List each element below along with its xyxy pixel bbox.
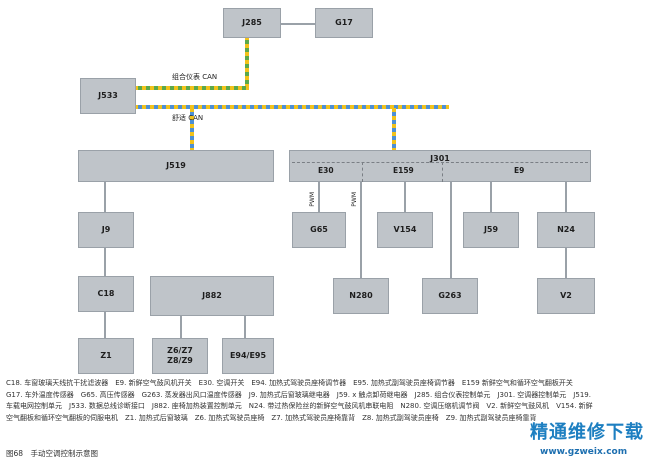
node-e159: E159 [393,166,414,175]
node-e9: E9 [514,166,525,175]
link-j301-g65 [318,182,320,212]
link-j301-j59 [490,182,492,212]
node-j533: J533 [80,78,136,114]
bus-comfort-horizontal [118,105,449,109]
node-n24: N24 [537,212,595,248]
node-v154: V154 [377,212,433,248]
figure-caption: 图68 手动空调控制示意图 [6,449,99,458]
link-j301-n24 [565,182,567,212]
node-z1: Z1 [78,338,134,374]
link-j9-c18 [104,248,106,276]
legend: C18. 车窗玻璃天线抗干扰滤波器 E9. 新鲜空气鼓风机开关 E30. 空调开… [6,378,666,424]
legend-line-2: G17. 车外温度传感器 G65. 高压传感器 G263. 蒸发器出风口温度传感… [6,390,591,399]
node-j882: J882 [150,276,274,316]
bus-label-cluster: 组合仪表 CAN [172,73,218,81]
bus-cluster-horizontal [118,86,249,90]
link-j285-g17 [281,23,315,25]
link-j301-v154 [404,182,406,212]
link-j882-z6 [180,316,182,338]
node-g263: G263 [422,278,478,314]
node-z6z7z8z9: Z6/Z7 Z8/Z9 [152,338,208,374]
bus-cluster-vertical [245,36,249,88]
watermark-url: www.gzweix.com [540,447,628,457]
legend-line-3: 车载电网控制单元 J533. 数据总线诊断接口 J882. 座椅加热装置控制单元… [6,402,593,410]
link-j882-e94 [244,316,246,338]
node-j519: J519 [78,150,274,182]
j301-divider-e159 [442,162,443,182]
node-j9: J9 [78,212,134,248]
node-v2: V2 [537,278,595,314]
bus-label-comfort: 舒适 CAN [172,114,204,122]
j301-divider-e30 [362,162,363,182]
bus-comfort-j519 [190,108,194,150]
node-e94e95: E94/E95 [222,338,274,374]
link-j301-g263 [450,182,452,278]
node-n280: N280 [333,278,389,314]
node-j59: J59 [463,212,519,248]
node-j301-label: J301 [430,154,450,163]
node-j285: J285 [223,8,281,38]
legend-line-1: C18. 车窗玻璃天线抗干扰滤波器 E9. 新鲜空气鼓风机开关 E30. 空调开… [6,379,573,387]
link-j519-j9 [104,180,106,212]
signal-pwm-n280: PWM [351,192,358,207]
link-n24-v2 [565,248,567,278]
node-c18: C18 [78,276,134,312]
node-j301: J301 [289,150,591,182]
legend-line-4: 空气翻板和循环空气翻板的伺服电机 Z1. 加热式后窗玻璃 Z6. 加热式驾驶员座… [6,413,537,422]
link-c18-z1 [104,312,106,338]
node-e30: E30 [318,166,334,175]
j301-divider [292,162,588,163]
node-g17: G17 [315,8,373,38]
watermark-text: 精通维修下载 [530,422,644,443]
node-g65: G65 [292,212,346,248]
signal-pwm-g65: PWM [309,192,316,207]
link-j301-n280 [360,182,362,278]
bus-comfort-j301 [392,108,396,150]
